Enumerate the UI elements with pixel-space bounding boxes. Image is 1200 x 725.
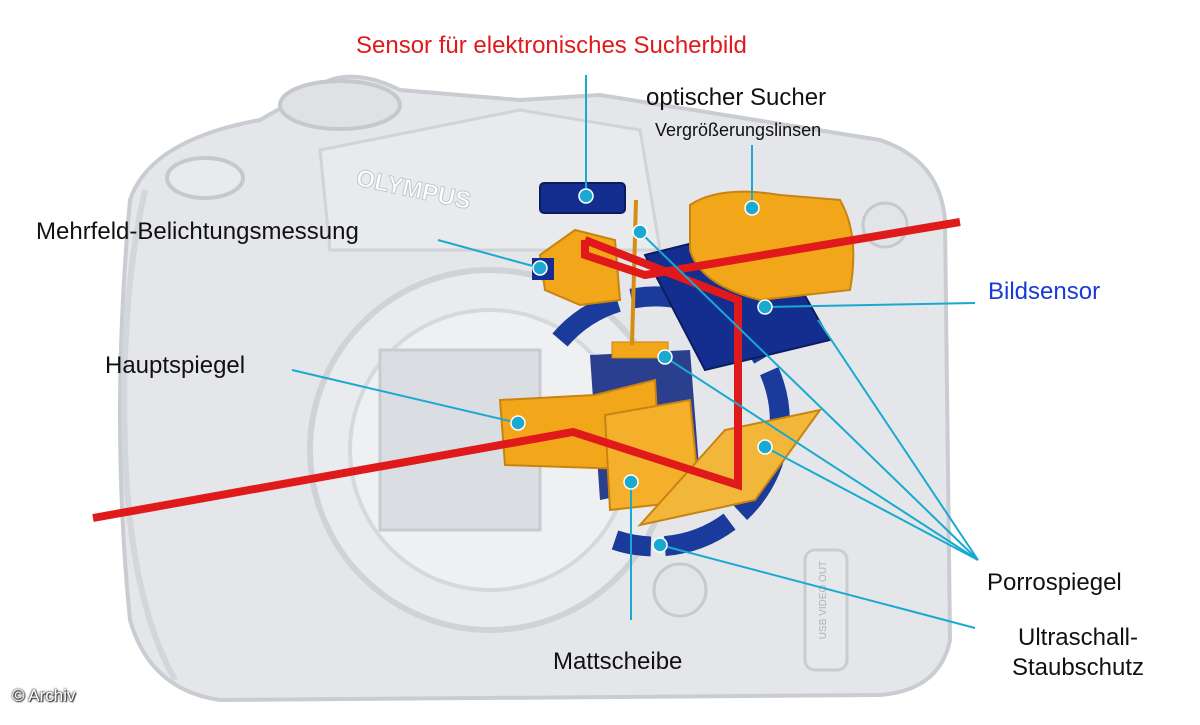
dot-porro-3: [757, 439, 773, 455]
port-text: USB VIDEO OUT: [818, 561, 829, 639]
prism-housing: [318, 108, 662, 252]
mode-dial: [278, 79, 402, 131]
label-main-mirror: Hauptspiegel: [105, 352, 246, 379]
label-image-sensor: Bildsensor: [988, 278, 1101, 305]
shutter-button: [165, 156, 245, 200]
front-button: [652, 562, 708, 618]
camera-grip: [121, 189, 178, 682]
light-path-incoming: [92, 236, 742, 522]
label-dust-line2: Staubschutz: [1011, 653, 1145, 681]
label-optical-viewfinder: optischer Sucher: [646, 84, 827, 111]
leader-porro-4: [817, 319, 979, 561]
label-dust-reduction: Ultraschall- Staubschutz: [988, 624, 1168, 681]
leader-dots: [510, 188, 773, 553]
dot-evf: [578, 188, 594, 204]
dot-main-mirror: [510, 415, 526, 431]
porro-mirror-lower: [637, 408, 823, 527]
label-focusing-screen: Mattscheibe: [553, 648, 683, 675]
dust-filter-ring: [552, 286, 790, 557]
label-evf-sensor: Sensor für elektronisches Sucherbild: [356, 32, 747, 59]
label-magnifier-lenses: Vergrößerungslinsen: [655, 120, 822, 140]
leader-metering: [437, 239, 541, 269]
dot-porro-1: [632, 224, 648, 240]
leader-lines: [291, 75, 979, 629]
camera-body: OLYMPUS USB VIDEO OUT: [118, 74, 953, 703]
leader-porro-1: [639, 231, 979, 561]
label-porro-mirror: Porrospiegel: [987, 569, 1122, 596]
eyepiece-lens-group: [689, 190, 855, 302]
dot-dust: [652, 537, 668, 553]
port-cover: [803, 548, 849, 672]
dot-focusing-screen: [623, 474, 639, 490]
dot-image-sensor: [757, 299, 773, 315]
label-metering: Mehrfeld-Belichtungsmessung: [36, 218, 359, 245]
leader-porro-3: [764, 446, 979, 561]
leader-main-mirror: [291, 369, 519, 424]
leader-image-sensor: [764, 302, 976, 308]
dot-porro-2: [657, 349, 673, 365]
light-path-viewfinder: [581, 218, 961, 280]
leader-porro-2: [664, 356, 979, 561]
copyright-notice: © Archiv: [12, 686, 76, 705]
leader-dust: [659, 544, 976, 629]
label-dust-line1: Ultraschall-: [1017, 624, 1139, 651]
dot-lenses: [744, 200, 760, 216]
light-path: [92, 218, 961, 522]
dot-metering: [532, 260, 548, 276]
